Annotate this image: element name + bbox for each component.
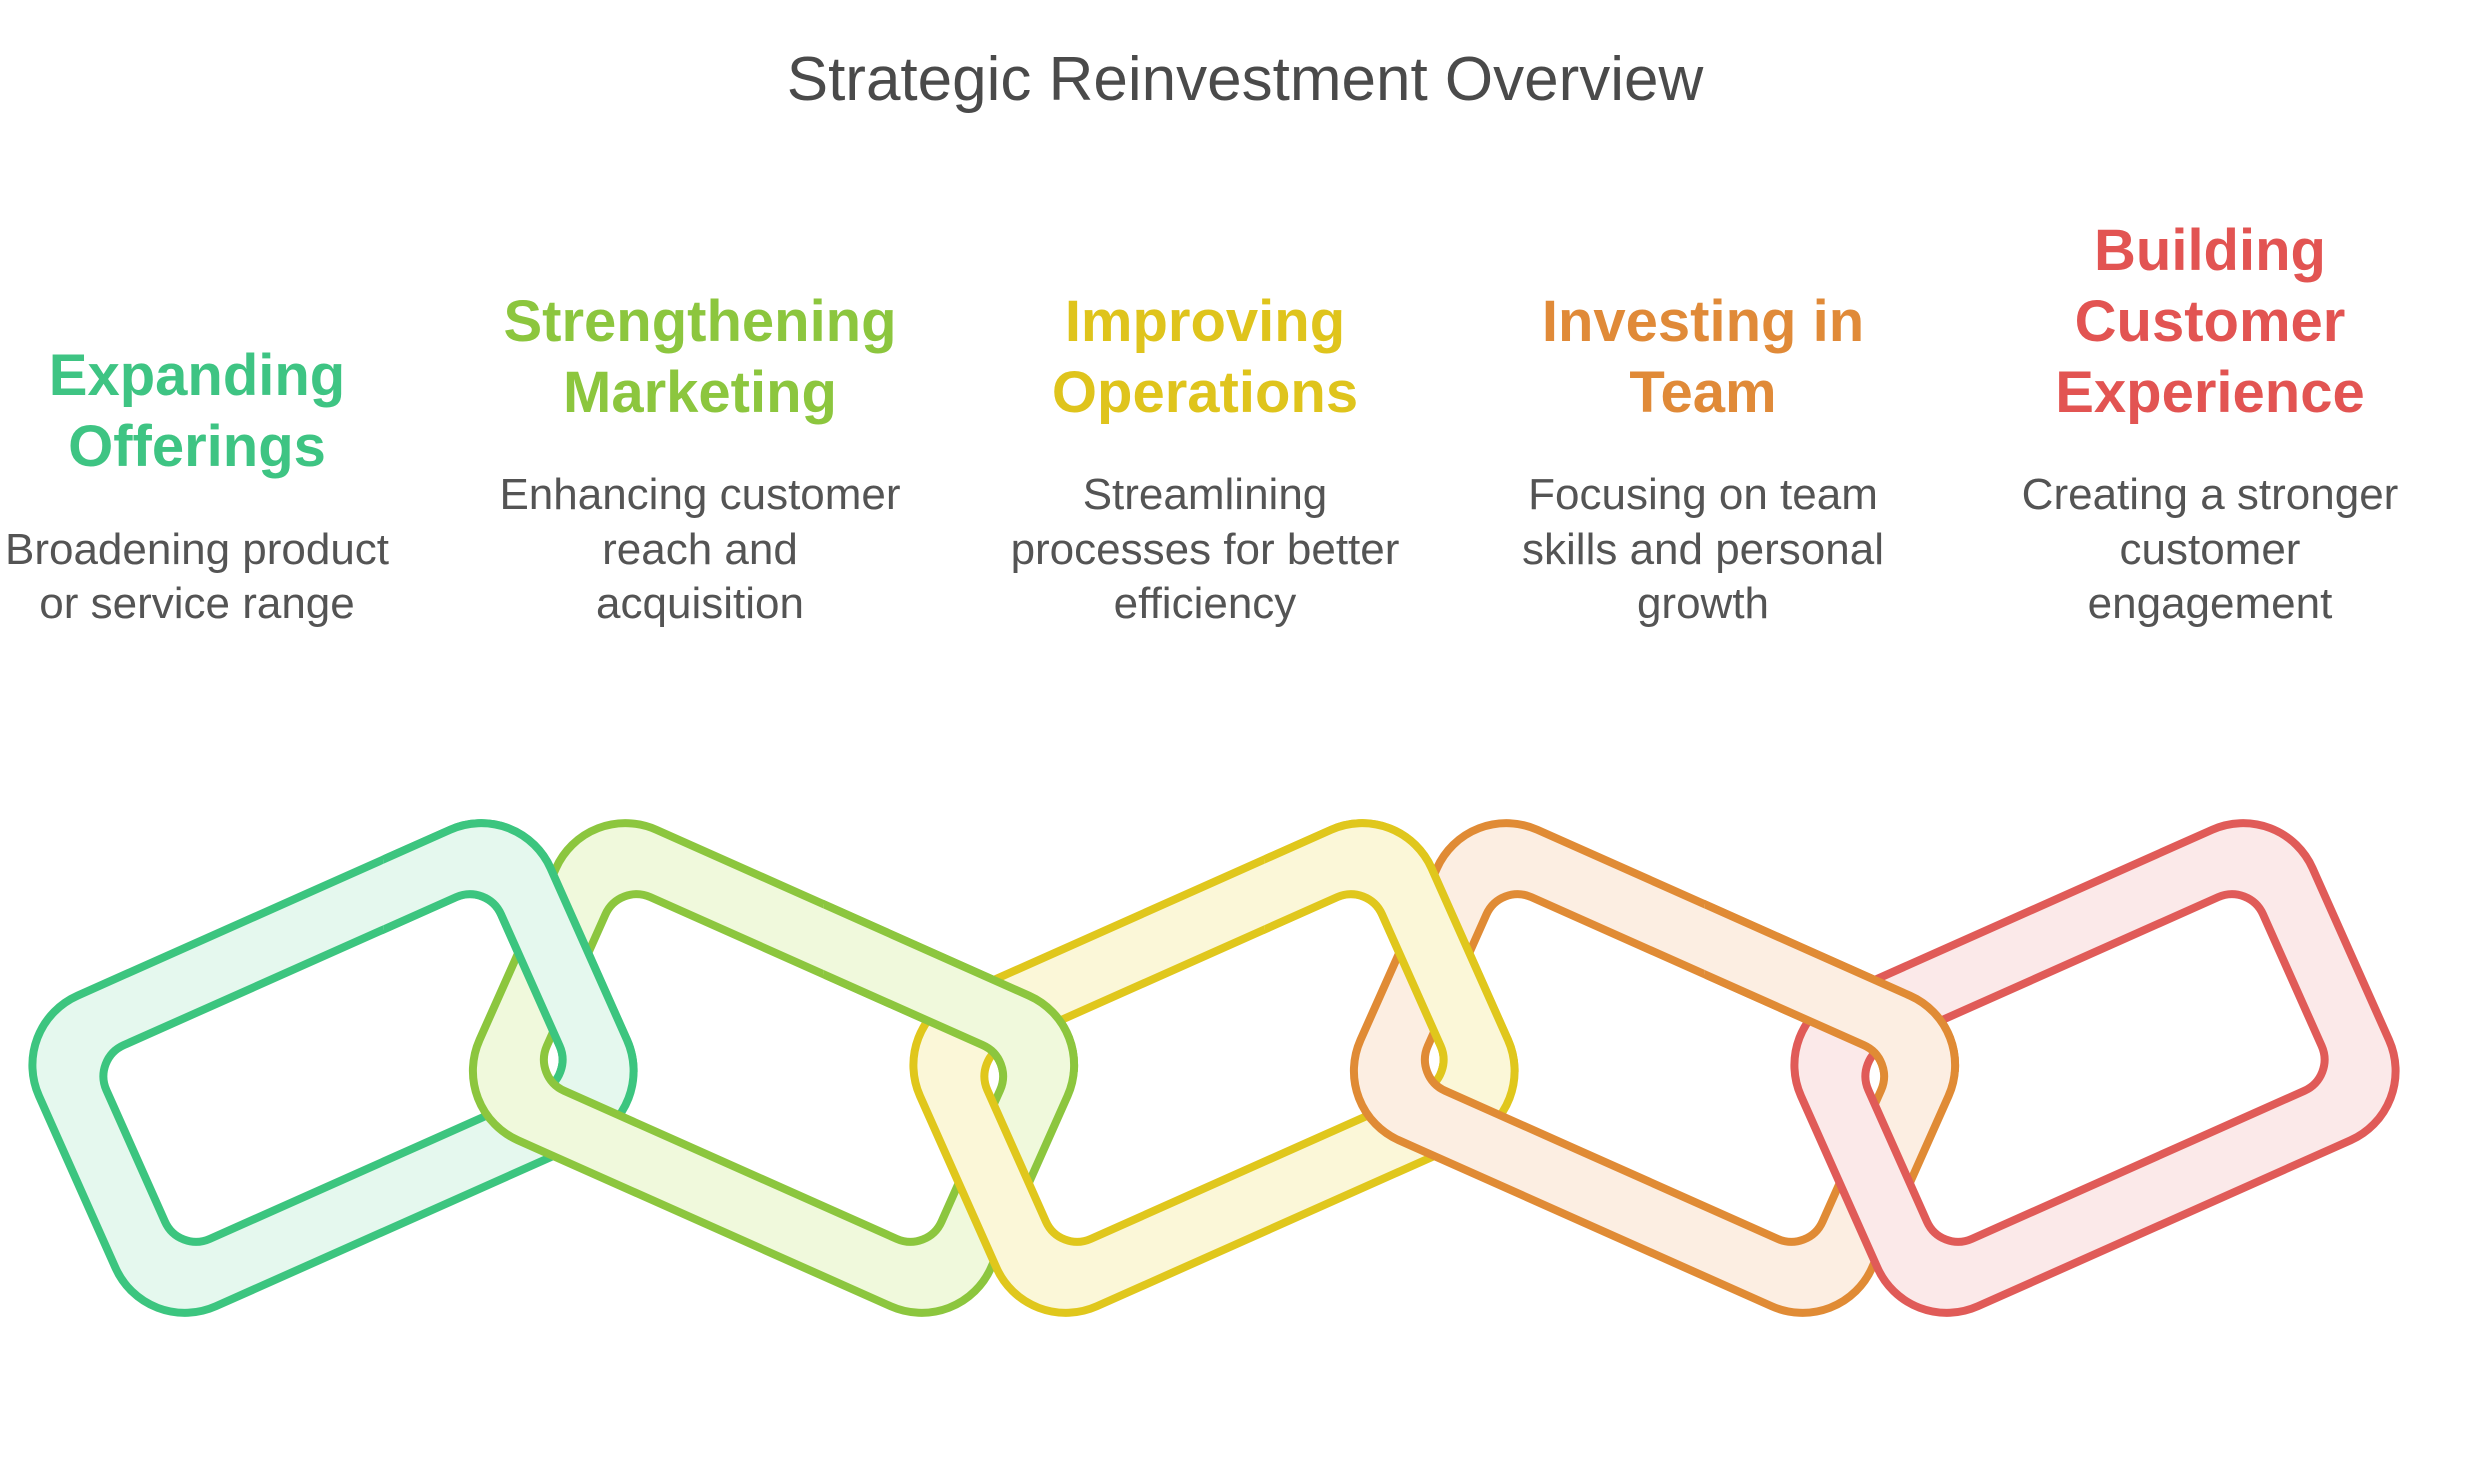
chain-weave-overlap xyxy=(383,819,638,1072)
chain-link-improving-operations xyxy=(1264,819,1519,1072)
column-expanding-offerings: Expanding Offerings Broadening product o… xyxy=(0,0,417,632)
column-description: Enhancing customer reach and acquisition xyxy=(499,470,901,629)
column-headers: Expanding Offerings Broadening product o… xyxy=(0,0,2490,640)
column-heading: Building Customer Experience xyxy=(2055,218,2365,425)
column-description: Focusing on team skills and personal gro… xyxy=(1522,470,1884,629)
column-improving-operations: Improving Operations Streamlining proces… xyxy=(985,0,1425,632)
column-description: Broadening product or service range xyxy=(4,524,390,629)
page-title: Strategic Reinvestment Overview xyxy=(786,45,1704,114)
column-strengthening-marketing: Strengthening Marketing Enhancing custom… xyxy=(480,0,920,632)
column-building-customer-experience: Building Customer Experience Creating a … xyxy=(1990,0,2430,632)
column-heading: Strengthening Marketing xyxy=(503,288,897,425)
column-heading: Expanding Offerings xyxy=(48,343,346,480)
column-description: Streamlining processes for better effici… xyxy=(1010,470,1400,629)
chain-link-building-customer-experience xyxy=(1790,819,2400,1317)
chain-link-expanding-offerings xyxy=(383,819,638,1072)
chain-weave-overlap xyxy=(1264,819,1519,1072)
chain-link-strengthening-marketing xyxy=(823,819,1079,1072)
chain-weave-overlap xyxy=(1704,819,1960,1072)
column-heading: Improving Operations xyxy=(1051,288,1359,425)
chain-link-investing-in-team xyxy=(1704,819,1960,1072)
column-description: Creating a stronger customer engagement xyxy=(2021,470,2399,629)
column-heading: Investing in Team xyxy=(1541,288,1865,425)
column-investing-in-team: Investing in Team Focusing on team skill… xyxy=(1483,0,1923,632)
chain-weave-overlap xyxy=(823,819,1079,1072)
